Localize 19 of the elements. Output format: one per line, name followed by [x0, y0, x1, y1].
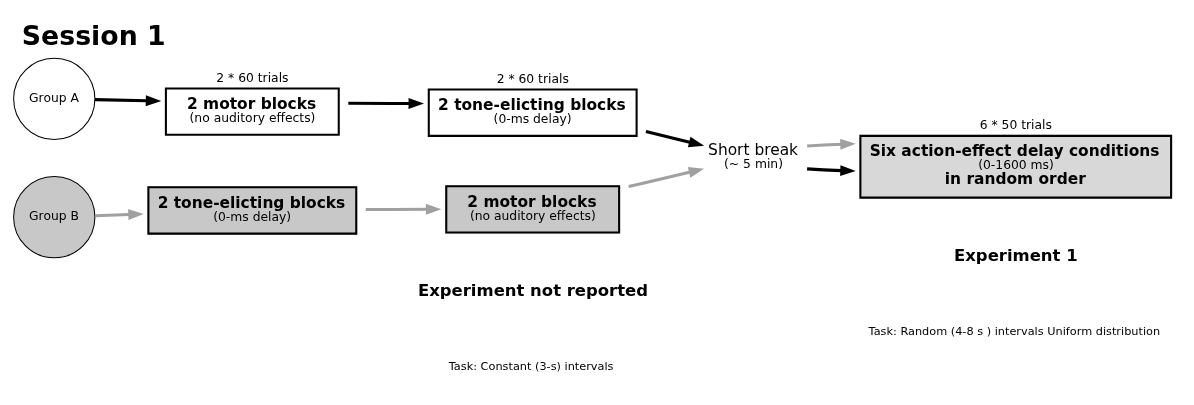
- arrow: [94, 208, 144, 220]
- arrow: [807, 138, 856, 150]
- node-label: 2 * 60 trials: [496, 71, 569, 86]
- arrow: [645, 129, 705, 147]
- node-label: 6 * 50 trials: [979, 117, 1052, 132]
- arrow: [94, 94, 162, 106]
- arrow: [348, 97, 424, 109]
- arrow: [628, 166, 705, 188]
- label: Experiment not reported: [417, 280, 649, 300]
- label: Task: Constant (3-s) intervals: [448, 359, 614, 373]
- node-circle: Group A: [13, 57, 96, 140]
- node-text: Short break (~ 5 min): [708, 140, 799, 171]
- diagram-title: Session 1: [21, 19, 166, 51]
- node-circle: Group B: [13, 175, 96, 258]
- label: Experiment 1: [954, 245, 1078, 265]
- node-label: 2 * 60 trials: [216, 70, 289, 85]
- arrow: [807, 164, 856, 176]
- arrow: [365, 203, 442, 215]
- label: Task: Random (4-8 s ) intervals Uniform distribution: [868, 324, 1161, 338]
